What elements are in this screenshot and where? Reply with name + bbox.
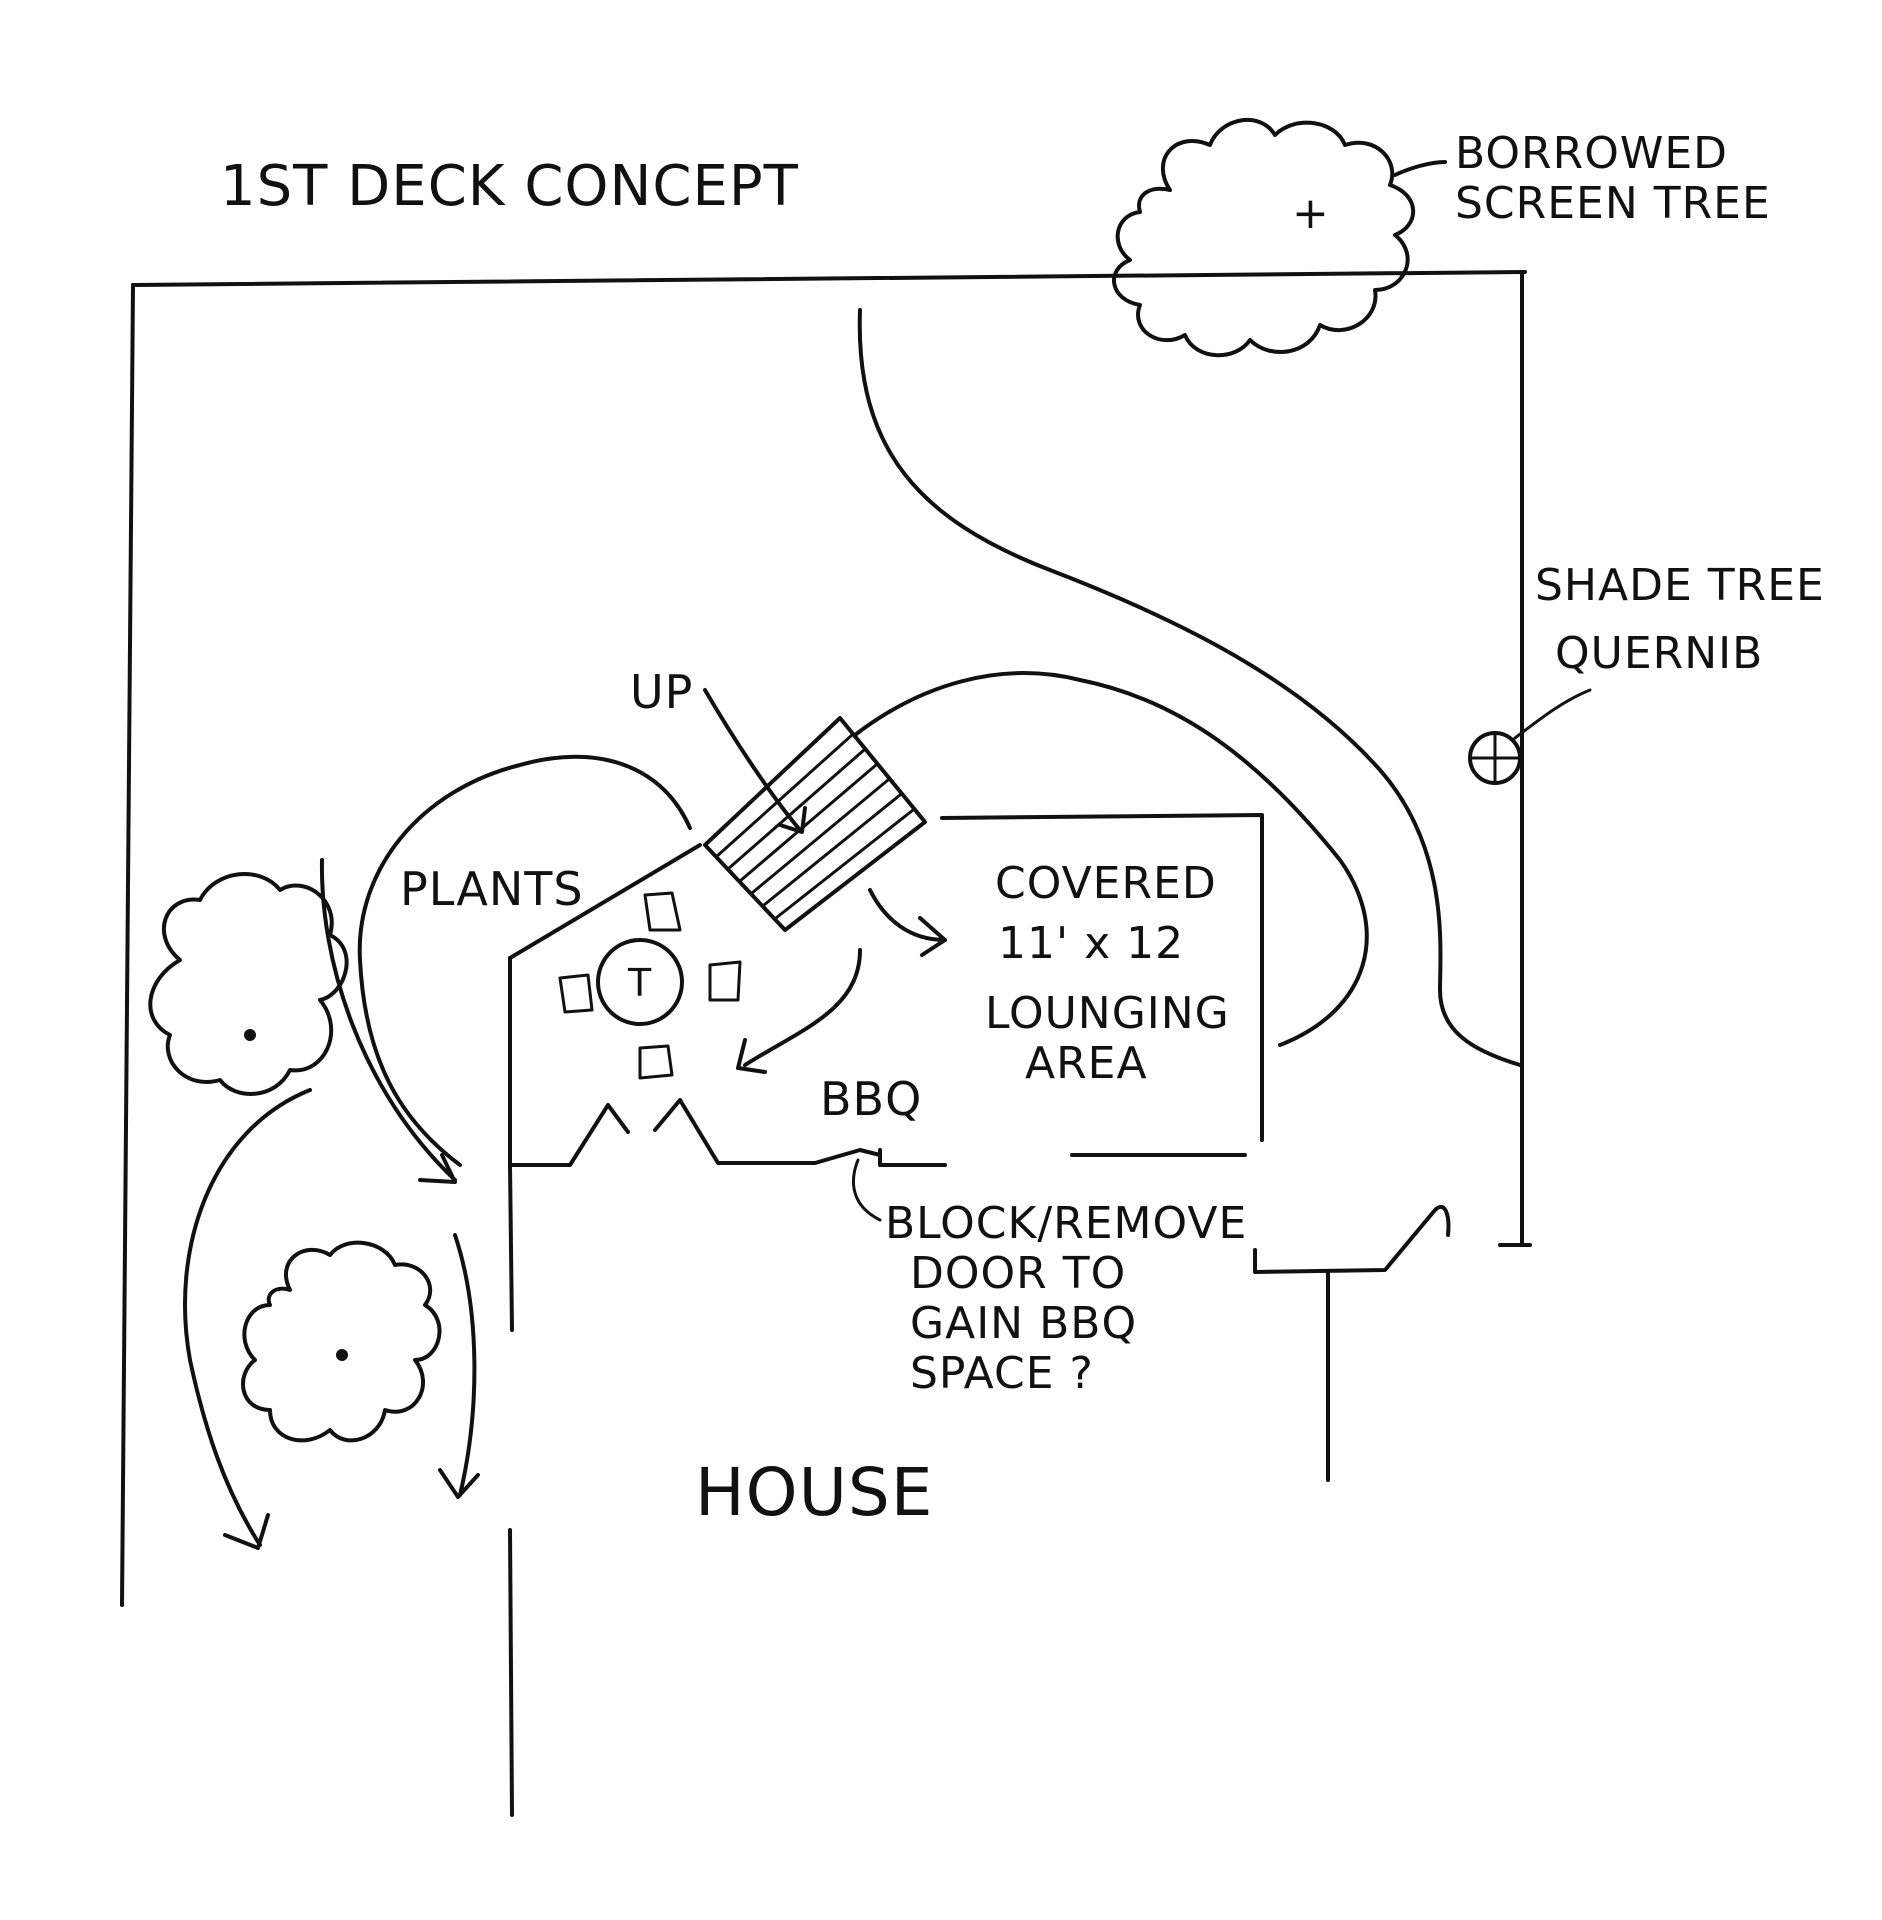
house-label: HOUSE — [695, 1454, 933, 1531]
plants-bed — [357, 754, 692, 1167]
property-boundary — [120, 270, 1532, 1607]
borrowed-screen-tree-icon — [1112, 117, 1447, 358]
covered-label-1: COVERED — [995, 858, 1217, 909]
door-note-4: SPACE ? — [910, 1348, 1094, 1399]
shade-tree-label-1: SHADE TREE — [1535, 560, 1825, 611]
deck-outline — [508, 813, 1264, 1167]
borrowed-tree-label-2: SCREEN TREE — [1455, 178, 1771, 229]
chair-icon — [638, 1044, 674, 1080]
chair-icon — [558, 973, 594, 1014]
tree-icon — [241, 1240, 442, 1443]
chair-icon — [643, 891, 682, 932]
covered-label-4: AREA — [1025, 1038, 1148, 1089]
tree-icon — [148, 872, 349, 1096]
chair-icon — [708, 960, 742, 1002]
stairs-up-label: UP — [630, 665, 693, 719]
table-icon — [596, 938, 684, 1026]
flow-arrow — [319, 858, 457, 1184]
flow-arrow — [438, 1233, 480, 1499]
door-note-1: BLOCK/REMOVE — [885, 1198, 1247, 1249]
covered-label-2: 11' x 12 — [998, 918, 1184, 969]
door-note-2: DOOR TO — [910, 1248, 1126, 1299]
bbq-label: BBQ — [820, 1072, 922, 1126]
shade-tree-icon — [1468, 688, 1592, 785]
door-note-leader — [851, 1158, 882, 1222]
flow-arrow — [183, 1088, 312, 1550]
covered-label-3: LOUNGING — [985, 988, 1230, 1039]
flow-arrow — [736, 948, 862, 1074]
garden-path — [853, 308, 1522, 1067]
house-walls — [508, 1163, 1451, 1817]
door-note-3: GAIN BBQ — [910, 1298, 1137, 1349]
borrowed-tree-label-1: BORROWED — [1455, 128, 1728, 179]
plants-label: PLANTS — [400, 862, 584, 916]
shade-tree-label-2: QUERNIB — [1555, 628, 1763, 679]
table-label: T — [627, 961, 652, 1005]
up-arrow — [703, 688, 807, 834]
flow-arrow — [868, 888, 947, 957]
deck-stairs — [703, 716, 927, 932]
tree-marker-plus: + — [1292, 188, 1330, 239]
sketch-title: 1ST DECK CONCEPT — [220, 154, 799, 219]
dining-set: T — [558, 891, 742, 1080]
